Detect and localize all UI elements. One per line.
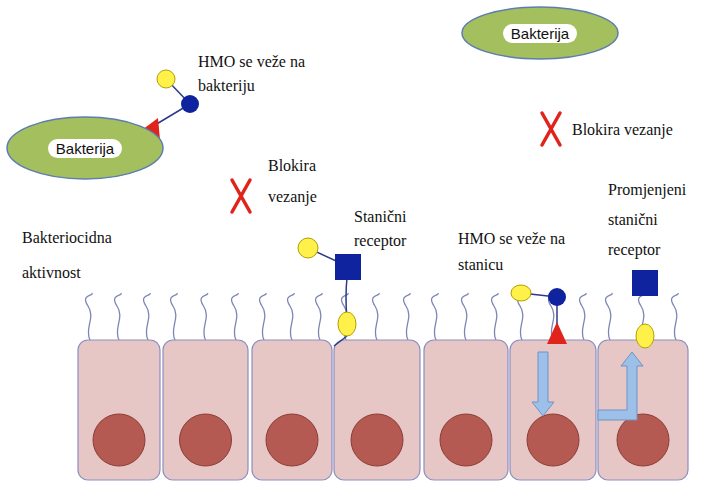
block-x — [232, 113, 560, 212]
microvillus — [404, 293, 411, 340]
hmo-circle — [181, 95, 199, 113]
microvillus — [606, 293, 613, 340]
microvillus — [232, 293, 239, 340]
epithelial-cells — [78, 340, 688, 480]
callout-text: Blokira vezanje — [572, 118, 702, 142]
receptor-base — [338, 312, 356, 336]
microvilli — [86, 293, 679, 340]
bacterium: Bakterija — [460, 5, 620, 61]
nucleus — [266, 414, 318, 466]
hmo-circle — [157, 70, 175, 88]
callout-text: Bakteriocidna aktivnost — [22, 220, 137, 290]
bacterium-label: Bakterija — [48, 139, 122, 158]
microvillus — [260, 293, 267, 340]
fucose-triangle — [547, 322, 567, 344]
microvillus — [462, 293, 469, 340]
callout-text: Stanični receptor — [354, 205, 426, 253]
bacterium: Bakterija — [5, 115, 165, 181]
nucleus — [617, 414, 669, 466]
signal-arrow — [598, 352, 643, 420]
microvillus — [316, 293, 323, 340]
signal-arrow — [532, 352, 554, 416]
cell — [424, 340, 508, 480]
callout-text: Blokira vezanje — [268, 150, 338, 212]
hmo-circle — [548, 288, 566, 306]
microvillus — [672, 293, 679, 340]
bond — [334, 336, 347, 346]
cell — [510, 340, 596, 480]
nucleus — [440, 414, 492, 466]
microvillus — [115, 293, 122, 340]
hmo-circle — [298, 238, 318, 258]
microvillus — [288, 293, 295, 340]
nucleus — [527, 414, 579, 466]
receptor-square — [335, 254, 361, 280]
microvillus — [144, 293, 151, 340]
receptor-square — [632, 270, 658, 296]
nucleus — [93, 414, 145, 466]
cell — [334, 340, 420, 480]
nucleus — [180, 414, 232, 466]
callout-text: HMO se veže na bakteriju — [198, 50, 348, 98]
microvillus — [580, 293, 587, 340]
microvillus — [492, 293, 499, 340]
nucleus — [351, 414, 403, 466]
hmo-circle — [511, 285, 531, 301]
microvillus — [373, 293, 380, 340]
microvillus — [201, 293, 208, 340]
receptor-base — [636, 324, 654, 348]
cell — [598, 340, 688, 480]
microvillus — [171, 293, 178, 340]
cell — [78, 340, 160, 480]
callout-text: Promjenjeni stanični receptor — [608, 175, 704, 265]
cell — [163, 340, 248, 480]
callout-text: HMO se veže na stanicu — [458, 226, 578, 278]
cell — [252, 340, 332, 480]
bacterium-label: Bakterija — [503, 24, 577, 43]
microvillus — [86, 293, 93, 340]
microvillus — [432, 293, 439, 340]
